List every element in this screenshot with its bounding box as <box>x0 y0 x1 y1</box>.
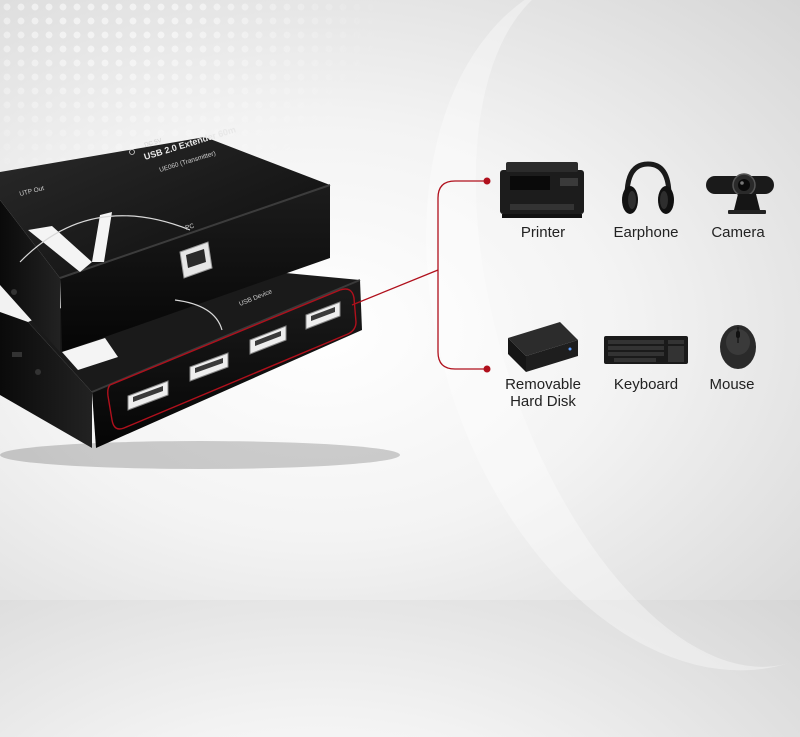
usb-a-port-1 <box>127 380 169 411</box>
peripheral-label-camera: Camera <box>711 224 765 241</box>
front-logo-mark <box>62 338 118 370</box>
usb-extender-device: USB 2.0 Extender 60m UE060 (Transmitter)… <box>0 124 400 469</box>
peripheral-label-hard-disk: Removable Hard Disk <box>505 376 581 410</box>
peripheral-label-keyboard: Keyboard <box>613 376 679 393</box>
usb-a-port-4 <box>305 301 341 330</box>
pc-label: PC <box>185 222 196 231</box>
brand-logo-mark <box>28 226 92 272</box>
illustration-canvas: USB 2.0 Extender 60m UE060 (Transmitter)… <box>0 124 774 469</box>
connector-dot-bottom <box>483 365 491 373</box>
device-shadow <box>0 441 400 469</box>
upper-box-edge <box>59 184 331 279</box>
webcam-icon <box>706 173 774 214</box>
usb-a-port-2 <box>189 352 229 382</box>
connector-dot-top <box>483 177 491 185</box>
hard-disk-icon <box>508 322 578 372</box>
connector-lines <box>351 177 491 373</box>
upper-box-side <box>0 200 60 352</box>
port-highlight-outline <box>107 288 357 430</box>
usb-b-port <box>179 241 213 279</box>
printer-icon <box>500 162 584 218</box>
brand-logo-mark-2 <box>92 212 112 262</box>
peripheral-label-printer: Printer <box>520 224 566 241</box>
front-logo-swoosh <box>174 299 223 331</box>
power-icon <box>129 149 135 155</box>
dc-label: DC 5V <box>144 138 163 149</box>
peripheral-label-earphone: Earphone <box>613 224 679 241</box>
logo-swoosh <box>19 215 191 263</box>
side-port-3 <box>12 352 22 357</box>
peripheral-label-mouse: Mouse <box>709 376 755 393</box>
side-port <box>11 289 17 295</box>
upper-box-top <box>0 137 330 278</box>
headphones-icon <box>622 161 674 214</box>
usb-a-port-3 <box>249 325 287 355</box>
side-port-2 <box>35 369 41 375</box>
keyboard-icon <box>604 336 688 364</box>
lower-box-side <box>0 312 92 448</box>
mouse-icon <box>720 325 756 369</box>
